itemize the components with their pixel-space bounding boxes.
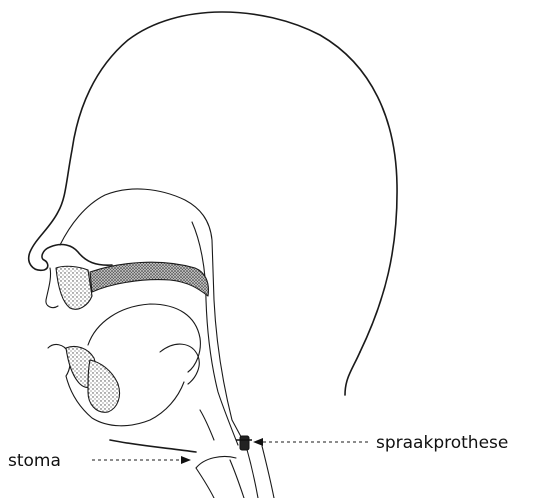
- trachea-front: [196, 468, 214, 498]
- upper-tooth: [56, 266, 92, 309]
- tongue: [88, 304, 200, 372]
- larynx: [200, 410, 214, 440]
- trachea-back: [230, 460, 244, 498]
- voice-prosthesis-device: [240, 436, 249, 450]
- stoma-label: stoma: [8, 451, 61, 471]
- neck-front-line: [110, 440, 196, 452]
- esophagus-back: [262, 446, 274, 498]
- mandible: [88, 360, 120, 412]
- stoma-opening: [196, 456, 236, 468]
- nasal-cavity-outline: [60, 189, 246, 446]
- hard-palate: [90, 262, 208, 296]
- tongue-base: [160, 344, 199, 384]
- neck-back-line: [345, 352, 360, 395]
- voice-prosthesis-label: spraakprothese: [376, 433, 508, 453]
- esophagus-front: [246, 446, 258, 498]
